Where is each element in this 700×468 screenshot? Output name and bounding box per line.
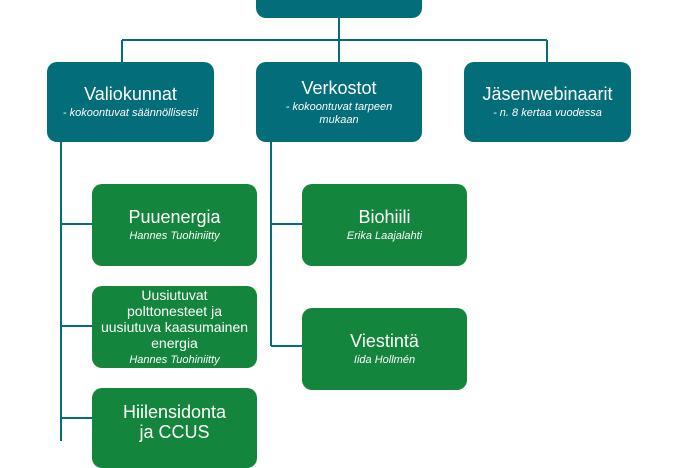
node-verkostot-subtitle: - kokoontuvat tarpeen mukaan	[285, 100, 393, 126]
node-valiokunnat-subtitle: - kokoontuvat säännöllisesti	[62, 107, 199, 119]
connector-lines	[60, 18, 548, 441]
node-valiokunnat: Valiokunnat - kokoontuvat säännöllisesti	[47, 62, 214, 142]
node-valiokunnat-title: Valiokunnat	[84, 84, 177, 104]
node-biohiili-title: Biohiili	[358, 207, 411, 227]
node-jasenwebinaarit-title: Jäsenwebinaarit	[482, 84, 613, 104]
node-puuenergia: Puuenergia Hannes Tuohiniitty	[92, 184, 257, 266]
node-verkostot-title: Verkostot	[301, 77, 377, 98]
node-uusiutuvat-person: Hannes Tuohiniitty	[129, 354, 220, 366]
node-hiilensidonta-title: Hiilensidonta ja CCUS	[122, 402, 227, 442]
top-node	[256, 0, 422, 18]
node-viestinta: Viestintä Iida Hollmén	[302, 308, 467, 390]
node-uusiutuvat-title: Uusiutuvat polttonesteet ja uusiutuva ka…	[100, 287, 249, 351]
node-viestinta-person: Iida Hollmén	[353, 354, 416, 366]
node-puuenergia-title: Puuenergia	[128, 207, 221, 227]
node-puuenergia-person: Hannes Tuohiniitty	[129, 230, 220, 242]
node-jasenwebinaarit-subtitle: - n. 8 kertaa vuodessa	[493, 107, 602, 119]
node-biohiili-person: Erika Laajalahti	[346, 230, 423, 242]
node-uusiutuvat: Uusiutuvat polttonesteet ja uusiutuva ka…	[92, 286, 257, 368]
node-jasenwebinaarit: Jäsenwebinaarit - n. 8 kertaa vuodessa	[464, 62, 631, 142]
node-verkostot: Verkostot - kokoontuvat tarpeen mukaan	[256, 62, 422, 142]
node-hiilensidonta: Hiilensidonta ja CCUS	[92, 388, 257, 468]
node-viestinta-title: Viestintä	[350, 331, 419, 351]
node-biohiili: Biohiili Erika Laajalahti	[302, 184, 467, 266]
